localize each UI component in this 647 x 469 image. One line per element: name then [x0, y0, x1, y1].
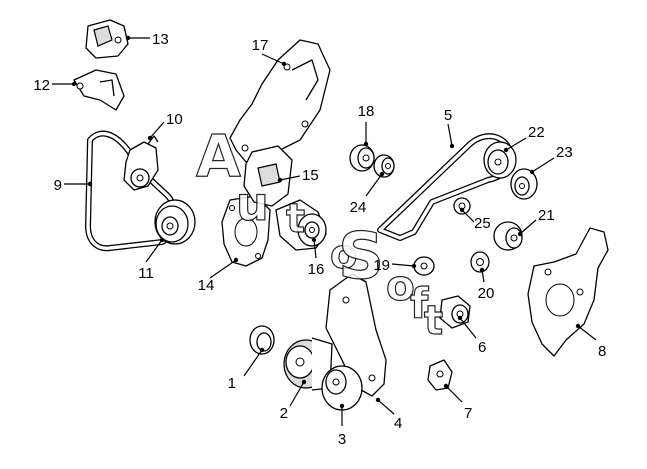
callouts: 1 2 3 4 5 6 7	[33, 31, 606, 448]
callout-number: 25	[474, 215, 491, 232]
watermark-letter: u	[236, 177, 269, 231]
watermark-letter: t	[286, 196, 305, 242]
callout-number: 8	[598, 343, 606, 360]
callout-16: 16	[308, 237, 325, 278]
part-3-pump-body	[321, 365, 363, 411]
part-15-pump-bracket	[243, 145, 293, 207]
callout-number: 11	[138, 265, 154, 282]
part-24-roller	[373, 154, 395, 178]
callout-14: 14	[198, 257, 239, 294]
callout-5: 5	[444, 107, 455, 149]
part-2-alternator	[283, 337, 333, 391]
callout-number: 17	[252, 37, 269, 54]
callout-11: 11	[138, 237, 165, 282]
part-21-idler-roller	[493, 221, 523, 251]
callout-number: 7	[464, 405, 472, 422]
part-1-seal-ring	[249, 325, 275, 355]
callout-number: 6	[478, 339, 486, 356]
callout-10: 10	[147, 111, 183, 141]
callout-number: 3	[338, 431, 346, 448]
callout-25: 25	[459, 207, 491, 232]
callout-24: 24	[350, 171, 385, 216]
part-23-cam-washer	[510, 168, 538, 200]
callout-number: 4	[394, 415, 402, 432]
callout-number: 12	[33, 77, 50, 94]
part-19-tension-roller	[413, 256, 435, 276]
part-13-engine-mount	[85, 19, 129, 59]
callout-number: 21	[538, 207, 555, 224]
watermark-letter: o	[330, 232, 357, 278]
callout-21: 21	[517, 207, 555, 237]
callout-number: 10	[166, 111, 183, 128]
callout-number: 13	[152, 31, 169, 48]
callout-12: 12	[33, 77, 77, 94]
callout-number: 22	[528, 124, 545, 141]
callout-number: 24	[350, 199, 367, 216]
part-12-mount-bracket	[73, 69, 125, 111]
watermark-letter: f	[410, 279, 429, 328]
part-20-spacer	[470, 251, 490, 273]
part-18-roller	[349, 144, 375, 172]
callout-number: 16	[308, 261, 325, 278]
callout-number: 5	[444, 107, 452, 124]
callout-number: 1	[228, 375, 236, 392]
callout-1: 1	[228, 347, 265, 392]
part-17-upper-timing-cover	[229, 39, 331, 163]
callout-number: 14	[198, 277, 215, 294]
callout-number: 19	[373, 257, 390, 274]
watermark-letter: S	[338, 220, 384, 294]
watermark-letter: o	[386, 261, 415, 310]
watermark-letter: A	[196, 122, 241, 190]
callout-17: 17	[252, 37, 287, 67]
callout-8: 8	[575, 323, 606, 360]
callout-23: 23	[529, 144, 573, 175]
callout-22: 22	[503, 124, 545, 153]
callout-4: 4	[375, 397, 402, 432]
callout-15: 15	[277, 167, 319, 184]
callout-number: 9	[54, 177, 62, 194]
callout-number: 2	[280, 405, 288, 422]
part-11-crank-pulley	[154, 199, 196, 245]
part-16-idler-pulley	[275, 199, 327, 251]
callout-6: 6	[457, 315, 486, 356]
part-4-engine-bracket	[325, 273, 387, 397]
callout-2: 2	[280, 379, 307, 422]
callout-20: 20	[478, 267, 495, 302]
part-25-small-roller	[453, 197, 471, 215]
callout-number: 23	[556, 144, 573, 161]
part-22-cam-sprocket	[483, 141, 517, 179]
part-6-tensioner	[439, 295, 471, 329]
watermark-letter: t	[424, 298, 443, 344]
part-10-belt-tensioner	[123, 135, 159, 191]
part-7-sensor	[427, 359, 453, 391]
callout-18: 18	[358, 103, 375, 147]
part-8-lower-timing-cover	[527, 227, 609, 357]
callout-number: 20	[478, 285, 495, 302]
callout-number: 15	[302, 167, 319, 184]
callout-19: 19	[373, 257, 417, 274]
callout-number: 18	[358, 103, 375, 120]
callout-9: 9	[54, 177, 93, 194]
callout-13: 13	[125, 31, 169, 48]
watermark: A u t o S o f t	[195, 121, 443, 344]
callout-3: 3	[338, 403, 346, 448]
callout-7: 7	[443, 383, 472, 422]
